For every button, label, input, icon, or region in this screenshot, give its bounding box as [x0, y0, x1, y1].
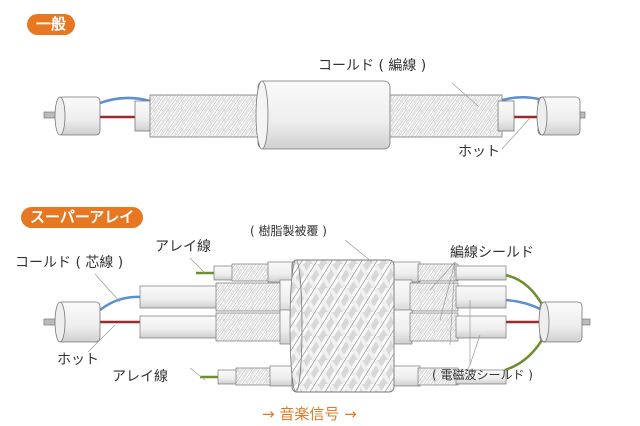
label-resin-coating: ( 樹脂製被覆 ): [250, 224, 327, 238]
resin-coating-braid: [291, 259, 395, 393]
general-badge: 一般: [27, 14, 76, 35]
label-hot-core: ホット: [57, 352, 99, 368]
label-braid-shield: 編線シールド: [450, 245, 534, 261]
label-em-shield: ( 電磁波シールド ): [432, 368, 533, 382]
outer-sleeve: [257, 80, 391, 150]
label-cold-braid: コールド ( 編線 ): [318, 58, 427, 74]
label-array-wire-top: アレイ線: [155, 239, 211, 255]
super-array-cable: [43, 239, 591, 393]
label-array-wire-bottom: アレイ線: [112, 369, 168, 385]
label-hot: ホット: [458, 144, 500, 160]
cold-wire-right: [499, 96, 544, 103]
right-insulation: [497, 100, 515, 132]
label-cold-core: コールド ( 芯線 ): [15, 255, 124, 271]
general-cable: [43, 80, 586, 150]
cold-wire-left: [99, 96, 151, 105]
leader-hot: [501, 117, 531, 150]
super-array-badge: スーパーアレイ: [21, 207, 144, 228]
leader-cold: [451, 82, 479, 107]
music-signal-label: → 音楽信号 →: [262, 405, 357, 423]
